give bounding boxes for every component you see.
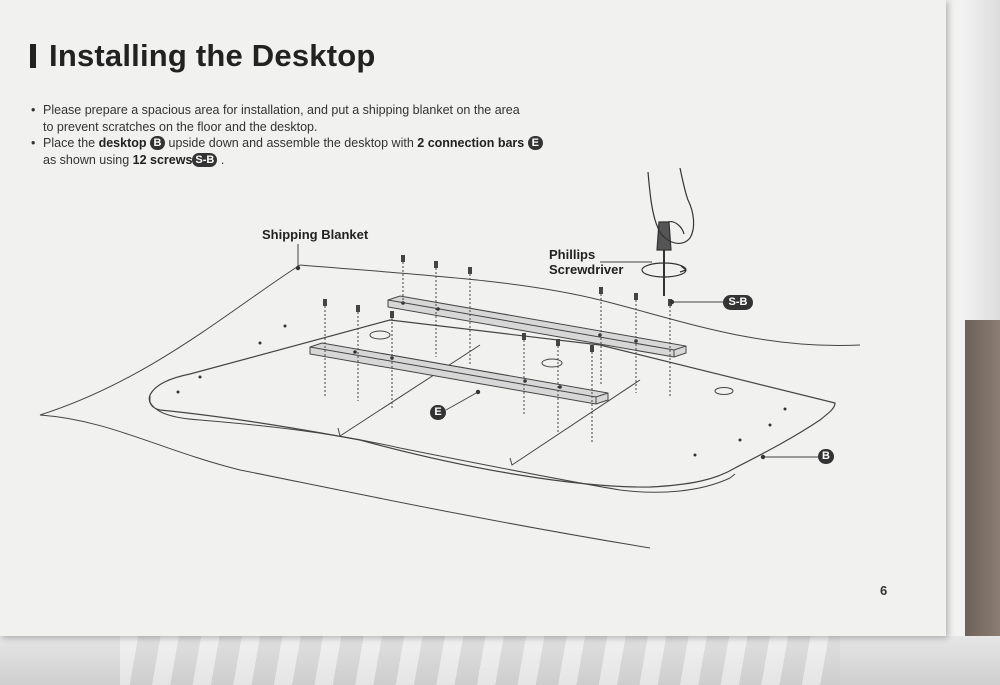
- instruction-list: Please prepare a spacious area for insta…: [31, 102, 651, 168]
- page-title: Installing the Desktop: [30, 38, 376, 74]
- instruction-item-1-continued: to prevent scratches on the floor and th…: [31, 119, 651, 136]
- instruction-item-1: Please prepare a spacious area for insta…: [31, 102, 651, 119]
- page-title-text: Installing the Desktop: [49, 38, 376, 73]
- connection-bars-term: 2 connection bars: [417, 136, 525, 150]
- callout-connection-bar: E: [430, 405, 446, 420]
- screwdriver-handle: [656, 221, 672, 251]
- screw: [401, 255, 405, 262]
- screw: [599, 287, 603, 294]
- hand-outline: [647, 167, 695, 244]
- screw: [356, 305, 360, 312]
- screw: [390, 311, 394, 318]
- desktop-top-face: [148, 319, 836, 488]
- screw: [634, 293, 638, 300]
- title-marker: [30, 44, 36, 68]
- instruction-text: to prevent scratches on the floor and th…: [43, 119, 318, 134]
- screws-term: 12 screws: [132, 152, 193, 167]
- screw: [468, 267, 472, 274]
- manual-page: Installing the Desktop Please prepare a …: [0, 0, 946, 636]
- desktop-seam-2: [509, 379, 641, 466]
- instruction-text: as shown using: [43, 152, 133, 167]
- instruction-text: upside down and assemble the desktop wit…: [165, 136, 418, 150]
- label-shipping-blanket: Shipping Blanket: [262, 227, 369, 242]
- shipping-blanket-left: [39, 264, 651, 549]
- cable-hole-3: [714, 387, 734, 395]
- part-badge-bars: E: [527, 136, 543, 150]
- background-plastic-wrap: [0, 636, 1000, 685]
- part-badge-desktop: B: [150, 136, 166, 150]
- screw: [323, 299, 327, 306]
- instruction-text: .: [217, 152, 225, 167]
- label-screwdriver: Screwdriver: [549, 262, 624, 277]
- callout-screw-sb: S-B: [723, 295, 753, 310]
- cable-hole-1: [369, 330, 391, 340]
- page-number: 6: [880, 583, 888, 598]
- cable-hole-2: [541, 358, 563, 368]
- shipping-blanket-outline: [299, 264, 861, 347]
- screw: [522, 333, 526, 340]
- callout-desktop: B: [818, 449, 834, 464]
- bar-leader: [445, 391, 479, 411]
- assembly-diagram: [39, 167, 861, 549]
- desktop-term: desktop: [98, 136, 147, 150]
- screw: [556, 339, 560, 346]
- label-phillips: Phillips: [549, 247, 596, 262]
- instruction-text: Please prepare a spacious area for insta…: [43, 103, 520, 117]
- instruction-item-2: Place the desktop B upside down and asse…: [31, 135, 651, 152]
- screw: [434, 261, 438, 268]
- part-badge-screws: S-B: [192, 152, 218, 167]
- instruction-text: Place the: [43, 136, 99, 150]
- desktop-edge: [149, 395, 736, 493]
- screw: [590, 345, 594, 352]
- background-box-edge: [965, 320, 1000, 685]
